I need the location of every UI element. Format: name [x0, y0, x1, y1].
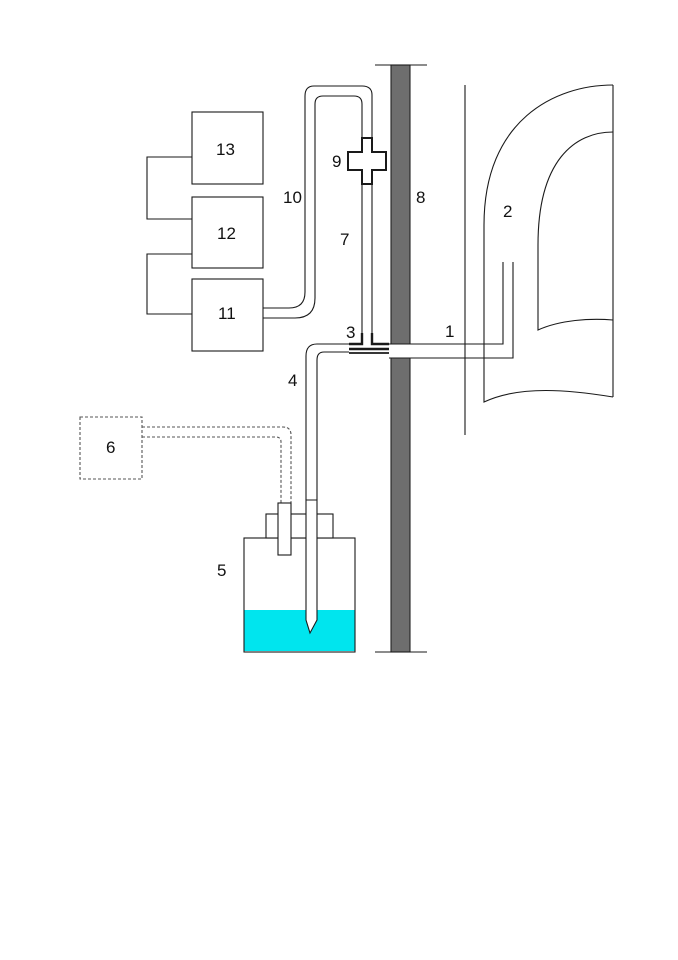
connector-right-branch: [370, 333, 389, 346]
label-6: 6: [106, 438, 115, 457]
label-7: 7: [340, 230, 349, 249]
vessel-2: [483, 84, 614, 403]
tube-7: [361, 95, 373, 333]
label-3: 3: [346, 323, 355, 342]
cable-12-11: [146, 253, 192, 315]
probe-pipe-1: [389, 262, 514, 359]
label-8: 8: [416, 188, 425, 207]
cable-13-12: [146, 156, 192, 220]
flask-liquid: [244, 610, 355, 651]
instrument-12: [191, 196, 264, 269]
probe-pipe-bottom-wall: [389, 262, 514, 359]
vessel-outer: [483, 84, 614, 403]
valve-9: [347, 137, 387, 185]
vessel-inner: [537, 131, 614, 331]
flask-neck: [265, 513, 334, 539]
device-6: [79, 416, 143, 480]
tube-10-outer-wall: [263, 85, 373, 309]
flask-short-tube: [277, 502, 292, 556]
probe-pipe-top-wall: [389, 262, 504, 345]
labels: 1 2 3 4 5 6 7 8 9 10 11 12 13: [106, 140, 512, 580]
tube-10-inner-wall: [263, 95, 363, 319]
tube-4: [305, 343, 349, 500]
box-11: [191, 278, 264, 352]
dashed-line-6-inner: [142, 436, 282, 503]
label-11: 11: [218, 304, 236, 323]
box-12: [191, 196, 264, 269]
connector-left-branch: [349, 333, 364, 346]
flask-5: [243, 499, 356, 653]
tube-4-outer-wall: [305, 343, 349, 500]
label-13: 13: [216, 140, 235, 159]
label-12: 12: [217, 224, 236, 243]
wall-opening: [389, 344, 412, 358]
tube-10: [263, 85, 373, 319]
label-1: 1: [445, 322, 454, 341]
flask-long-tube: [305, 499, 318, 635]
box-13: [191, 111, 264, 185]
label-9: 9: [332, 152, 341, 171]
connector-3: [349, 333, 389, 354]
instrument-13: [191, 111, 264, 185]
label-4: 4: [288, 371, 297, 390]
dashed-line-6-outer: [142, 426, 292, 503]
label-2: 2: [503, 202, 512, 221]
tube-4-inner-wall: [316, 351, 349, 500]
label-5: 5: [217, 561, 226, 580]
label-10: 10: [283, 188, 302, 207]
instrument-11: [191, 278, 264, 352]
